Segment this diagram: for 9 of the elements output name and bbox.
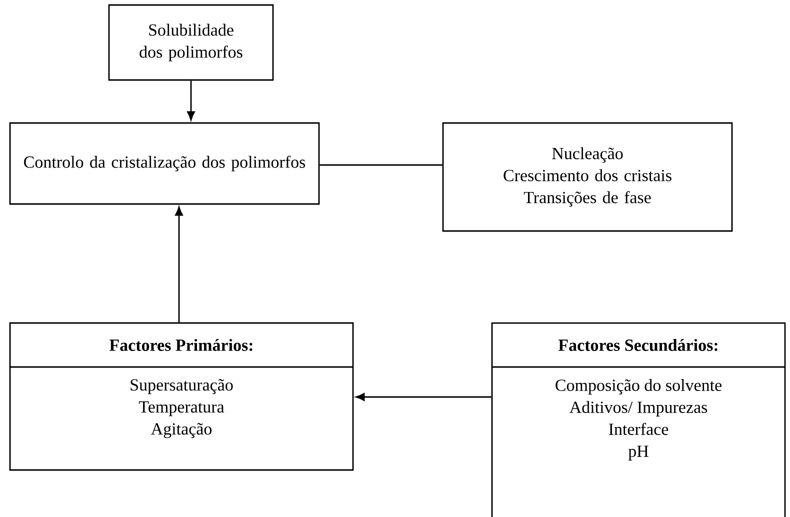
factor-box: Factores Primários: Supersaturação Temperatura Agitação — [9, 322, 354, 471]
connector-line — [320, 164, 442, 166]
arrow — [175, 206, 183, 322]
process-box: Nucleação Crescimento dos cristais Transições de fase — [442, 122, 733, 232]
factor-box: Factores Secundários: Composição do solvente Aditivos/ Impurezas Interface pH — [491, 322, 786, 517]
arrow — [356, 393, 492, 401]
process-box: Solubilidade dos polimorfos — [108, 4, 274, 81]
arrow — [187, 80, 195, 120]
process-box: Controlo da cristalização dos polimorfos — [9, 122, 320, 205]
